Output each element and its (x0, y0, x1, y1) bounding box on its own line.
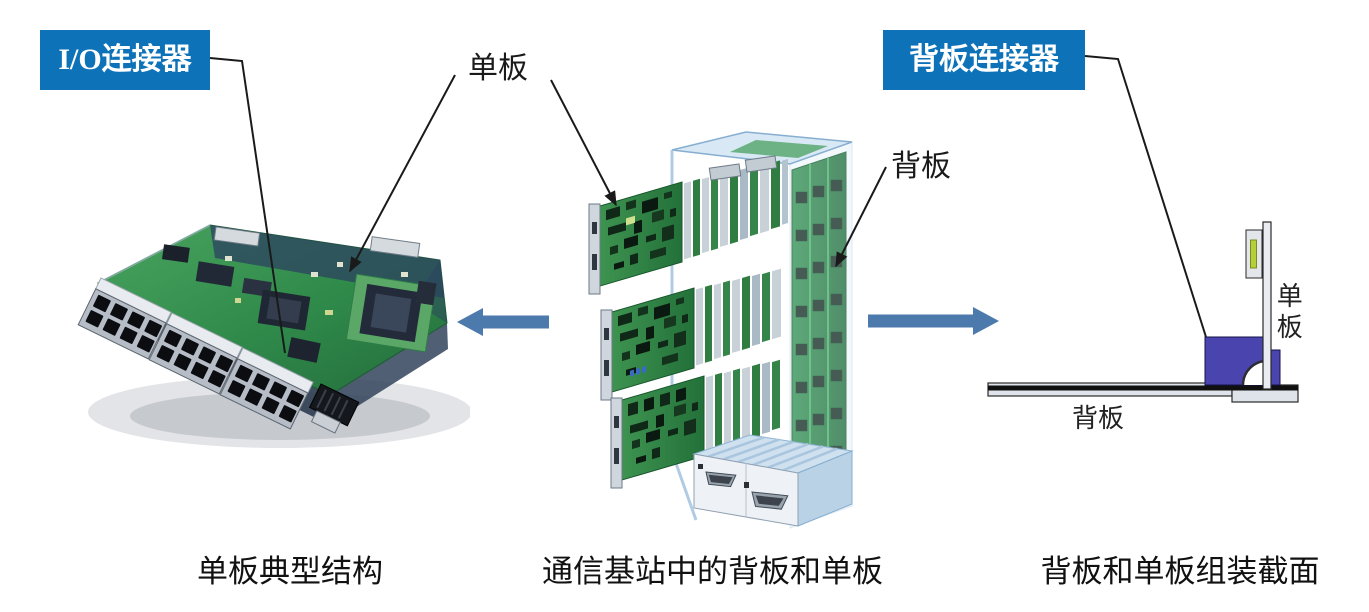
front-io-connector (308, 383, 360, 434)
rj45-connector-block (77, 277, 172, 360)
connector-notch (1243, 361, 1267, 385)
board-bay (600, 268, 781, 401)
connector-tab (1270, 349, 1281, 386)
backplane-top-edge (730, 140, 828, 158)
board-side-label: 单板 (1273, 282, 1303, 344)
top-edge-connectors (708, 155, 778, 181)
caption-base-station: 通信基站中的背板和单板 (542, 554, 883, 589)
backplane-label: 背板 (891, 150, 951, 183)
dsub-connector (751, 491, 789, 510)
board-bay (610, 359, 780, 489)
rj45-connector-block (219, 347, 314, 430)
caption-board-structure: 单板典型结构 (197, 554, 383, 589)
dsub-connector (705, 471, 737, 488)
caption-cross-section: 背板和单板组装截面 (1040, 554, 1320, 589)
board-bay (588, 159, 788, 295)
board-edge-highlight (97, 224, 211, 284)
backplane-core (988, 385, 1298, 391)
backplane-connector-callout: 背板连接器 (883, 30, 1085, 90)
base-unit (692, 434, 854, 527)
rj45-connector-block (148, 312, 243, 395)
vertical-board (1262, 221, 1272, 390)
board-label: 单板 (468, 52, 528, 85)
io-connector-callout: I/O连接器 (40, 30, 210, 90)
assembly-cross-section-illustration (987, 221, 1299, 403)
board-component-chip (1250, 239, 1257, 269)
base-station-rack-illustration (588, 131, 854, 529)
arrow-left-icon (457, 308, 549, 336)
pcb-board-illustration (77, 224, 470, 448)
backplane-bottom-label: 背板 (1071, 404, 1124, 433)
